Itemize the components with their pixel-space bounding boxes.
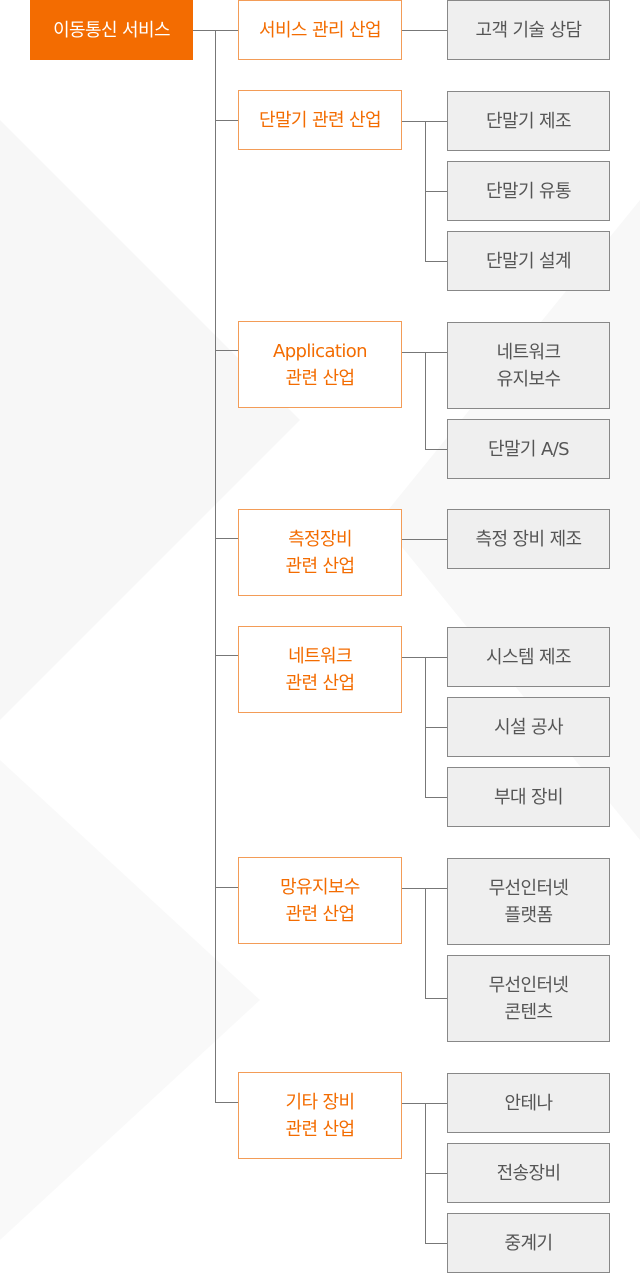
service-label-line: 안테나 (504, 1092, 553, 1114)
industry-node-terminal: 단말기 관련 산업 (238, 90, 402, 150)
industry-label-line: 측정장비 (288, 528, 352, 550)
service-node-customer-tech-support: 고객 기술 상담 (447, 0, 610, 60)
industry-label-line: 단말기 관련 산업 (259, 109, 382, 131)
industry-label-line: 관련 산업 (285, 903, 356, 925)
service-label-line: 단말기 A/S (487, 438, 570, 460)
service-label-line: 콘텐츠 (504, 1001, 553, 1023)
service-node-terminal-design: 단말기 설계 (447, 231, 610, 291)
industry-node-service-management: 서비스 관리 산업 (238, 0, 402, 60)
industry-label-line: 네트워크 (288, 645, 352, 667)
industry-label-line: 망유지보수 (280, 876, 360, 898)
service-node-repeater: 중계기 (447, 1213, 610, 1273)
service-label-line: 단말기 제조 (486, 110, 572, 132)
service-node-auxiliary-equipment: 부대 장비 (447, 767, 610, 827)
industry-label-line: Application (273, 340, 368, 362)
industry-label-line: 관련 산업 (285, 1118, 356, 1140)
service-node-antenna: 안테나 (447, 1073, 610, 1133)
service-node-system-manufacturing: 시스템 제조 (447, 627, 610, 687)
service-node-measurement-equipment-manufacturing: 측정 장비 제조 (447, 509, 610, 569)
service-label-line: 플랫폼 (504, 904, 553, 926)
service-label-line: 부대 장비 (494, 786, 564, 808)
industry-node-measurement-equipment: 측정장비 관련 산업 (238, 509, 402, 596)
industry-label-line: 관련 산업 (285, 367, 356, 389)
industry-label-line: 관련 산업 (285, 555, 356, 577)
service-label-line: 측정 장비 제조 (475, 528, 582, 550)
service-label-line: 단말기 유통 (486, 180, 572, 202)
service-label-line: 무선인터넷 (488, 877, 569, 899)
service-label-line: 유지보수 (496, 368, 561, 390)
service-node-wireless-internet-content: 무선인터넷 콘텐츠 (447, 955, 610, 1042)
industry-label-line: 관련 산업 (285, 672, 356, 694)
industry-node-application: Application 관련 산업 (238, 321, 402, 408)
industry-node-network-maintenance: 망유지보수 관련 산업 (238, 857, 402, 944)
service-label-line: 중계기 (504, 1232, 553, 1254)
service-node-facility-construction: 시설 공사 (447, 697, 610, 757)
service-node-wireless-internet-platform: 무선인터넷 플랫폼 (447, 858, 610, 945)
service-label-line: 무선인터넷 (488, 974, 569, 996)
service-node-network-maintenance: 네트워크 유지보수 (447, 322, 610, 409)
service-node-terminal-as: 단말기 A/S (447, 419, 610, 479)
root-node-label: 이동통신 서비스 (53, 19, 170, 41)
service-label-line: 시스템 제조 (486, 646, 572, 668)
root-node-mobile-service: 이동통신 서비스 (30, 0, 193, 60)
industry-node-network: 네트워크 관련 산업 (238, 626, 402, 713)
service-label-line: 네트워크 (496, 341, 561, 363)
service-node-transmission-equipment: 전송장비 (447, 1143, 610, 1203)
industry-node-other-equipment: 기타 장비 관련 산업 (238, 1072, 402, 1159)
service-label-line: 전송장비 (496, 1162, 561, 1184)
service-label-line: 고객 기술 상담 (475, 19, 582, 41)
service-label-line: 시설 공사 (494, 716, 564, 738)
service-node-terminal-distribution: 단말기 유통 (447, 161, 610, 221)
service-label-line: 단말기 설계 (486, 250, 572, 272)
service-node-terminal-manufacturing: 단말기 제조 (447, 91, 610, 151)
industry-label-line: 서비스 관리 산업 (259, 19, 382, 41)
industry-label-line: 기타 장비 (285, 1091, 356, 1113)
